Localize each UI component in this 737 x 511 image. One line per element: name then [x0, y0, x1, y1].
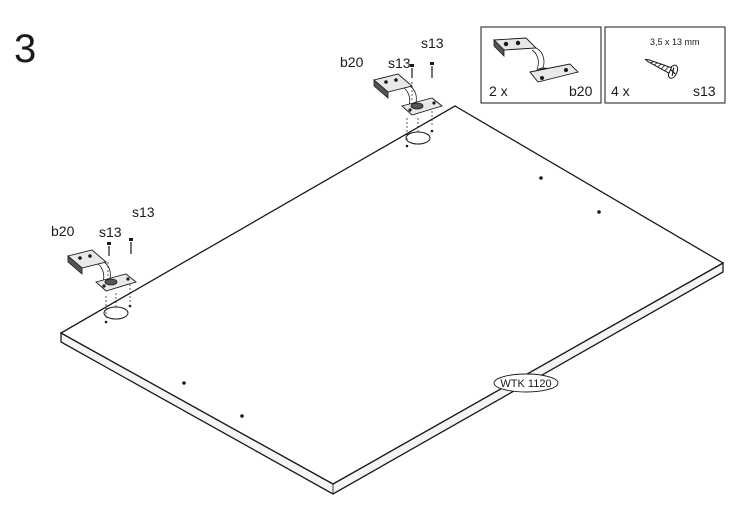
part-code-tag: WTK 1120 — [500, 378, 551, 390]
pilot-hole — [128, 304, 132, 308]
pilot-hole — [104, 320, 108, 324]
hinge-assembly-right: b20 s13 s13 — [340, 35, 444, 140]
legend-screw-quantity: 4 x — [611, 83, 630, 99]
callout-hinge-b20: b20 — [340, 54, 364, 70]
hinge-icon — [492, 37, 579, 83]
callout-screw-s13: s13 — [99, 224, 122, 240]
legend-screw-code: s13 — [693, 83, 716, 99]
legend-hinge-code: b20 — [569, 83, 593, 99]
screw-icon — [410, 62, 434, 78]
legend-hinge: 2 x b20 — [480, 26, 602, 104]
callout-screw-s13: s13 — [132, 204, 155, 220]
shelf-hole — [597, 210, 601, 214]
shelf-hole — [240, 414, 244, 418]
screw-icon — [107, 238, 133, 256]
hinge-cup-hole-right — [405, 131, 431, 145]
legend-screw: 3,5 x 13 mm 4 x s13 — [604, 26, 726, 104]
board-panel: WTK 1120 — [59, 105, 725, 495]
hinge-icon — [373, 73, 443, 116]
hinge-icon — [67, 249, 137, 292]
pilot-hole — [405, 144, 409, 148]
callout-screw-s13: s13 — [421, 35, 444, 51]
callout-hinge-b20: b20 — [51, 223, 75, 239]
step-number: 3 — [14, 27, 36, 71]
hinge-assembly-left: b20 s13 s13 — [51, 204, 155, 318]
screw-icon — [644, 58, 679, 79]
shelf-hole — [182, 381, 186, 385]
board-top-face — [59, 105, 725, 485]
callout-screw-s13: s13 — [388, 55, 411, 71]
part-code-tag-outline — [493, 373, 559, 393]
pilot-hole — [430, 129, 434, 133]
hinge-cup-hole-left — [103, 306, 129, 320]
legend-screw-size: 3,5 x 13 mm — [650, 37, 700, 47]
legend-hinge-quantity: 2 x — [489, 83, 508, 99]
shelf-hole — [539, 176, 543, 180]
